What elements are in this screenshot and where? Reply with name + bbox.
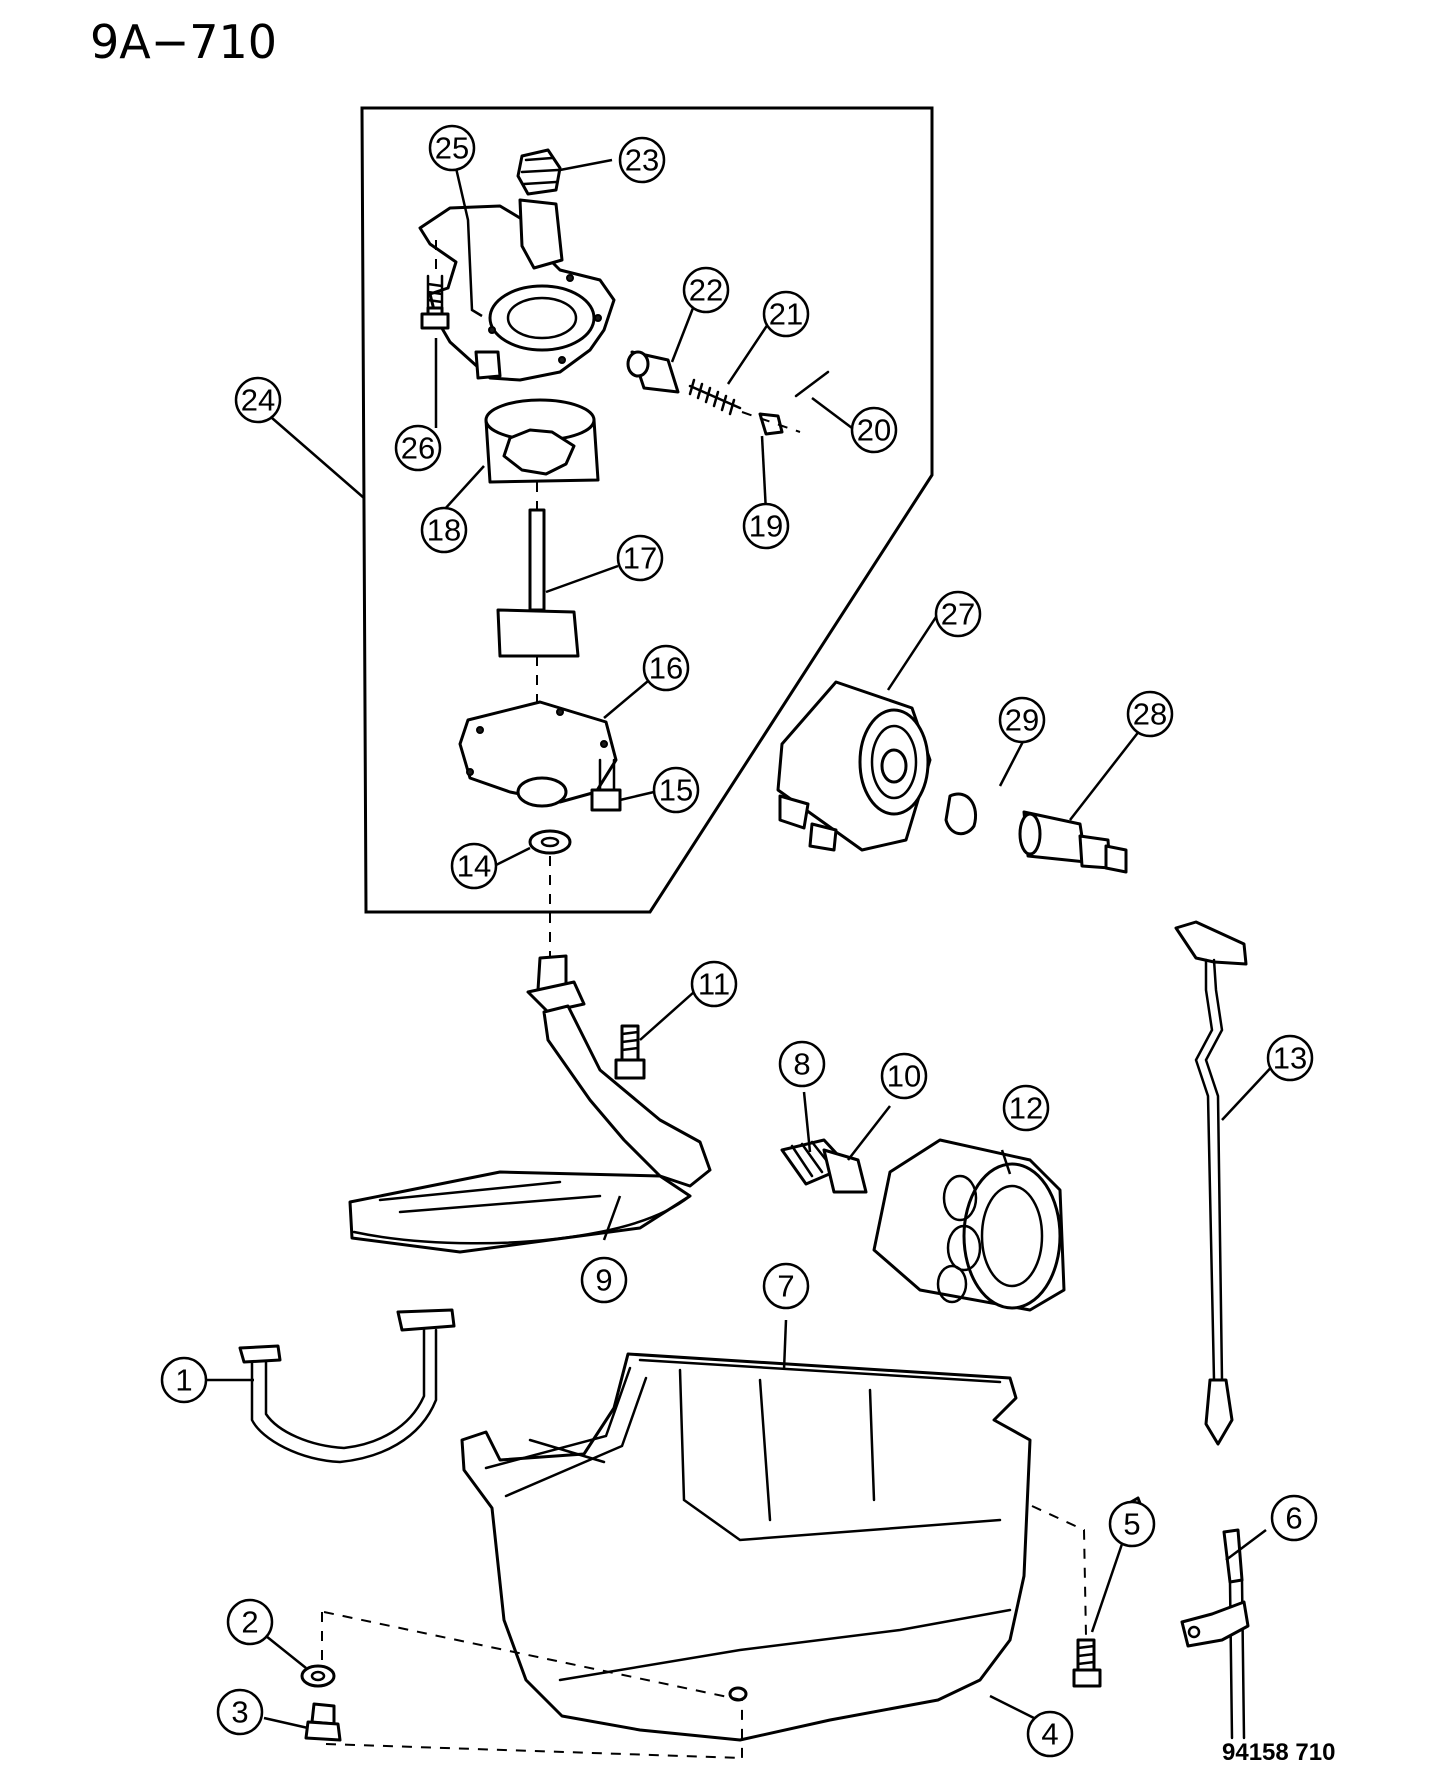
svg-text:20: 20 xyxy=(857,413,891,448)
svg-text:27: 27 xyxy=(941,597,975,632)
cotter-pin-20 xyxy=(741,370,830,433)
callout-6: 6 xyxy=(1270,1494,1318,1542)
retainer-19 xyxy=(758,412,784,436)
svg-text:14: 14 xyxy=(457,849,491,884)
svg-text:12: 12 xyxy=(1009,1091,1043,1126)
oil-filter-12 xyxy=(872,1138,1066,1312)
pump-cover-16 xyxy=(458,700,618,808)
oil-pump-body xyxy=(418,198,616,382)
callout-18: 18 xyxy=(420,506,468,554)
svg-text:1: 1 xyxy=(175,1363,192,1398)
callout-28: 28 xyxy=(1126,690,1174,738)
drain-dash-line-2 xyxy=(325,1743,743,1759)
callout-23: 23 xyxy=(618,136,666,184)
callout-8: 8 xyxy=(778,1040,826,1088)
filter-adapter-8 xyxy=(780,1138,868,1194)
svg-text:29: 29 xyxy=(1005,703,1039,738)
callout-20: 20 xyxy=(850,406,898,454)
svg-text:9: 9 xyxy=(595,1263,612,1298)
callout-16: 16 xyxy=(642,644,690,692)
callout-27: 27 xyxy=(934,590,982,638)
callout-11: 11 xyxy=(690,960,738,1008)
bolt-26 xyxy=(420,240,450,330)
pump-shaft-17 xyxy=(496,482,580,702)
drain-gasket-2 xyxy=(300,1664,336,1688)
relief-valve-22 xyxy=(626,350,680,394)
svg-text:23: 23 xyxy=(625,143,659,178)
callout-13: 13 xyxy=(1266,1034,1314,1082)
callout-15: 15 xyxy=(652,766,700,814)
pan-gasket-1 xyxy=(238,1308,456,1464)
callout-2: 2 xyxy=(226,1598,274,1646)
oil-pump-assembly-box xyxy=(360,106,934,914)
svg-text:28: 28 xyxy=(1133,697,1167,732)
oil-pump-drive-gear xyxy=(516,148,562,196)
callout-5: 5 xyxy=(1108,1500,1156,1548)
svg-text:16: 16 xyxy=(649,651,683,686)
svg-text:7: 7 xyxy=(777,1269,794,1304)
callout-7: 7 xyxy=(762,1262,810,1310)
callout-19: 19 xyxy=(742,502,790,550)
svg-text:6: 6 xyxy=(1285,1501,1302,1536)
callout-1: 1 xyxy=(160,1356,208,1404)
drain-dash-line xyxy=(321,1611,743,1758)
callout-25: 25 xyxy=(428,124,476,172)
svg-text:25: 25 xyxy=(435,131,469,166)
inner-rotor-18 xyxy=(484,398,600,484)
connector-28 xyxy=(1018,810,1128,874)
callout-4: 4 xyxy=(1026,1710,1074,1758)
callout-17: 17 xyxy=(616,534,664,582)
bolt-11 xyxy=(614,1024,646,1080)
callout-12: 12 xyxy=(1002,1084,1050,1132)
svg-text:26: 26 xyxy=(401,431,435,466)
gasket-29 xyxy=(944,792,977,836)
callout-24: 24 xyxy=(234,376,282,424)
relief-spring-21 xyxy=(688,378,742,416)
svg-text:10: 10 xyxy=(887,1059,921,1094)
svg-text:21: 21 xyxy=(769,297,803,332)
callout-22: 22 xyxy=(682,266,730,314)
svg-text:2: 2 xyxy=(241,1605,258,1640)
svg-text:19: 19 xyxy=(749,509,783,544)
svg-text:17: 17 xyxy=(623,541,657,576)
callout-3: 3 xyxy=(216,1688,264,1736)
callout-10: 10 xyxy=(880,1052,928,1100)
svg-text:15: 15 xyxy=(659,773,693,808)
figure-code: 94158 710 xyxy=(1222,1739,1335,1766)
drain-plug-3 xyxy=(304,1702,342,1742)
svg-text:3: 3 xyxy=(231,1695,248,1730)
svg-text:18: 18 xyxy=(427,513,461,548)
svg-text:4: 4 xyxy=(1041,1717,1058,1752)
callout-21: 21 xyxy=(762,290,810,338)
svg-text:13: 13 xyxy=(1273,1041,1307,1076)
svg-text:22: 22 xyxy=(689,273,723,308)
callout-26: 26 xyxy=(394,424,442,472)
callout-14: 14 xyxy=(450,842,498,890)
svg-text:24: 24 xyxy=(241,383,275,418)
callout-9: 9 xyxy=(580,1256,628,1304)
svg-text:8: 8 xyxy=(793,1047,810,1082)
svg-text:5: 5 xyxy=(1123,1507,1140,1542)
oil-pan-7 xyxy=(460,1352,1032,1742)
leader-lines xyxy=(206,158,1279,1730)
oil-pickup-9 xyxy=(348,954,712,1254)
dipstick-13 xyxy=(1174,920,1248,1446)
diagram-id: 9A−710 xyxy=(90,15,277,69)
svg-text:11: 11 xyxy=(698,967,730,1002)
tube-bracket-6 xyxy=(1180,1528,1250,1740)
callout-29: 29 xyxy=(998,696,1046,744)
oil-cooler-27 xyxy=(776,680,932,852)
